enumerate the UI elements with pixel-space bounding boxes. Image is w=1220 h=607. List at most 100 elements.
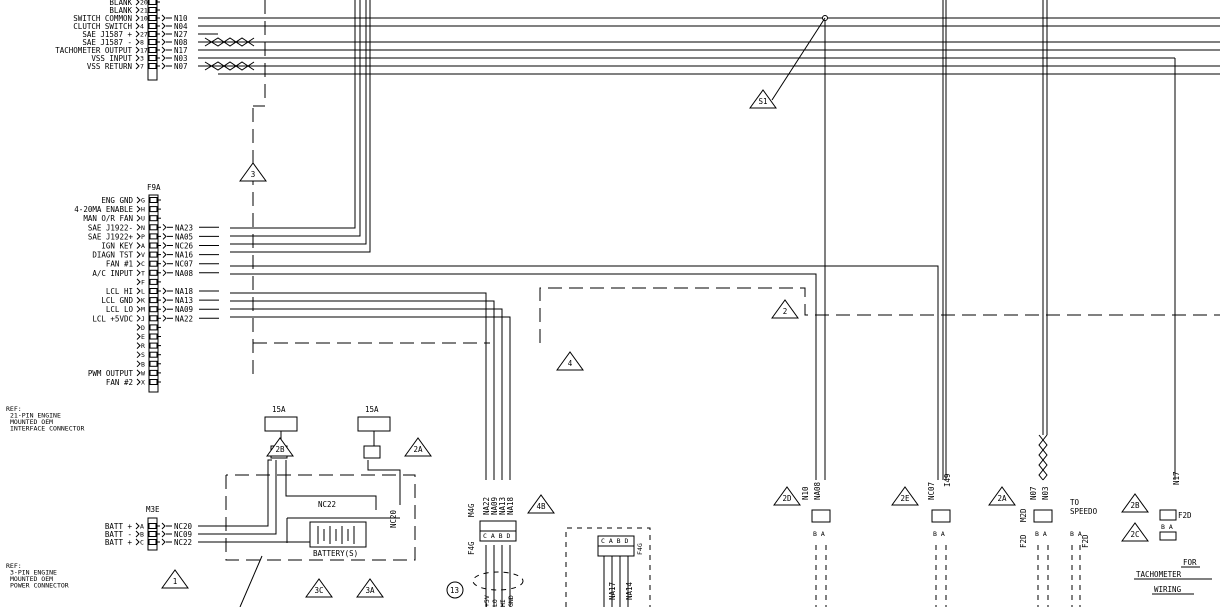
f9a-row-pin: F bbox=[141, 278, 145, 286]
f9a-row-pin: K bbox=[141, 297, 145, 305]
top-row-pin: 4 bbox=[140, 23, 144, 31]
ref-line: 3-PIN ENGINE bbox=[10, 569, 57, 577]
f9a-row-label: IGN KEY bbox=[101, 242, 133, 251]
f9a-row-label: SAE J1922- bbox=[88, 223, 133, 232]
callout-s1: S1 bbox=[758, 97, 767, 106]
callout-c2d-triangle bbox=[773, 486, 801, 506]
m4g-bottom-label: HI bbox=[499, 599, 507, 607]
m3e-row-pin: B bbox=[140, 531, 144, 539]
m4g-wire-label: NA09 bbox=[490, 497, 499, 515]
callout-c2: 2 bbox=[783, 307, 788, 316]
conn-2d-wire-2: N10 bbox=[801, 486, 810, 500]
f9a-row-pin: G bbox=[141, 197, 145, 205]
f9a-row-pin: U bbox=[141, 215, 145, 223]
m3e-row-wire: NC22 bbox=[174, 538, 192, 547]
callout-c2e-triangle bbox=[891, 486, 919, 506]
callout-c1-triangle bbox=[161, 569, 189, 589]
top-row-pin: 7 bbox=[140, 63, 144, 71]
conn-2a-f: F2D bbox=[1019, 534, 1028, 548]
conn-2e: NC07 I49 B A bbox=[927, 473, 952, 607]
f9a-row-label: MAN O/R FAN bbox=[83, 214, 133, 223]
m3e-row-label: BATT - bbox=[105, 530, 132, 539]
m4g-bottom-label: LO bbox=[491, 599, 499, 607]
f9a-row-pin: P bbox=[141, 233, 145, 241]
f9a-row-pin: B bbox=[141, 360, 145, 368]
top-row-pin: 20 bbox=[140, 0, 148, 7]
conn-2e-wire-2: I49 bbox=[943, 473, 952, 487]
callout-c4: 4 bbox=[568, 359, 573, 368]
callout-c2a-triangle bbox=[404, 437, 432, 457]
f9a-row-pin: N bbox=[141, 224, 145, 232]
top-row-pin: 17 bbox=[140, 47, 148, 55]
ref-line: INTERFACE CONNECTOR bbox=[10, 425, 84, 433]
box-c-wire-1: NA17 bbox=[608, 582, 617, 600]
conn-2d-pins: B A bbox=[813, 530, 825, 538]
m3e-row-label: BATT + bbox=[105, 538, 133, 547]
tach-connector: N17 F2D B A FOR TACHOMETER WIRING bbox=[1134, 471, 1212, 595]
f9a-name: F9A bbox=[147, 183, 161, 192]
m4g-name: M4G bbox=[467, 503, 476, 517]
top-row-wire: N07 bbox=[174, 62, 188, 71]
f9a-row-pin: M bbox=[141, 306, 145, 314]
f9a-row-wire: NC07 bbox=[175, 260, 193, 269]
ref-line: 21-PIN ENGINE bbox=[10, 412, 61, 420]
callout-c4-triangle bbox=[556, 351, 584, 371]
f9a-row-wire: NA22 bbox=[175, 314, 193, 323]
box-c-conn: F4G bbox=[636, 543, 644, 555]
f9a-wires bbox=[230, 0, 1220, 480]
top-row-wire: N10 bbox=[174, 14, 188, 23]
callout-c2b_r-triangle bbox=[1121, 493, 1149, 513]
tach-line-3: WIRING bbox=[1154, 585, 1182, 594]
conn-2a-wire-1: N07 bbox=[1029, 486, 1038, 500]
f9a-row-pin: J bbox=[141, 315, 145, 323]
f9a-row-wire: NC26 bbox=[175, 242, 194, 251]
m4g-pins: C A B D bbox=[483, 532, 510, 540]
callout-c3a: 3A bbox=[365, 586, 375, 595]
top-row-label: SAE J1587 - bbox=[82, 38, 132, 47]
ref-line: MOUNTED OEM bbox=[10, 575, 53, 583]
top-row-pin: 21 bbox=[140, 7, 148, 15]
top-row-wire: N17 bbox=[174, 46, 188, 55]
f9a-row-pin: R bbox=[141, 342, 145, 350]
battery-symbol bbox=[309, 521, 367, 548]
fuse-left bbox=[264, 416, 298, 432]
f9a-row-wire: NA16 bbox=[175, 251, 194, 260]
f9a-row-pin: L bbox=[141, 288, 145, 296]
fuse-left-label: 15A bbox=[272, 405, 286, 414]
tach-wire: N17 bbox=[1172, 471, 1181, 485]
f9a-row-pin: A bbox=[141, 242, 145, 250]
f9a-row-pin: V bbox=[141, 251, 145, 259]
callout-c3: 3 bbox=[251, 170, 256, 179]
ref-line: REF: bbox=[6, 562, 22, 570]
callout-s1-triangle bbox=[749, 89, 777, 109]
f9a-row-wire: NA23 bbox=[175, 223, 193, 232]
callout-c2a_r: 2A bbox=[997, 494, 1007, 503]
f9a-row-wire: NA08 bbox=[175, 269, 194, 278]
m3e-row-label: BATT + bbox=[105, 522, 133, 531]
m3e-row-wire: NC20 bbox=[174, 522, 193, 531]
conn-2d: NA08 N10 B A bbox=[801, 481, 831, 607]
speedo: TO SPEEDO B A F2D bbox=[1070, 498, 1098, 607]
f9a-row-label: LCL +5VDC bbox=[92, 314, 133, 323]
ref-line: POWER CONNECTOR bbox=[10, 582, 69, 590]
callout-c3a-triangle bbox=[356, 578, 384, 598]
top-row-label: SWITCH COMMON bbox=[73, 14, 132, 23]
f9a-row-label: 4-20MA ENABLE bbox=[74, 205, 133, 214]
f4g-name: F4G bbox=[467, 541, 476, 555]
callout-c4b: 4B bbox=[536, 502, 546, 511]
top-row-wire: N27 bbox=[174, 30, 188, 39]
m3e-name: M3E bbox=[146, 505, 160, 514]
fuse-right bbox=[357, 416, 391, 432]
top-wires bbox=[204, 0, 1220, 480]
tach-line-1: FOR bbox=[1183, 558, 1197, 567]
callout-c3-triangle bbox=[239, 162, 267, 182]
m4g-bottom-label: +5V bbox=[483, 595, 491, 607]
conn-2a-conn: M2D bbox=[1019, 508, 1028, 522]
f9a-row-label: SAE J1922+ bbox=[88, 232, 134, 241]
speedo-line-2: SPEEDO bbox=[1070, 507, 1098, 516]
